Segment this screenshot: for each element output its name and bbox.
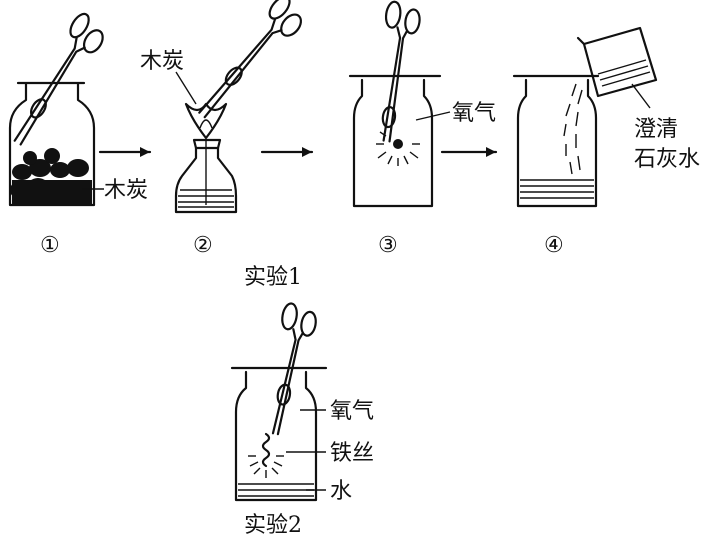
- step2-lamp-group: 木炭 ②: [140, 0, 303, 258]
- experiment2-title: 实验2: [244, 513, 302, 538]
- charcoal-lumps: [10, 148, 92, 204]
- jar4-limewater: [520, 179, 594, 199]
- iron-wire-coil: [248, 432, 284, 478]
- experiment1-title: 实验1: [244, 265, 302, 290]
- label-limewater-1: 澄清: [634, 117, 678, 142]
- exp2-water: [238, 483, 314, 497]
- step-1-label: ①: [40, 233, 60, 258]
- step1-jar-group: 木炭 ①: [8, 12, 148, 258]
- alcohol-lamp: [174, 146, 238, 214]
- step-4-label: ④: [544, 233, 564, 258]
- label-limewater-2: 石灰水: [634, 147, 700, 172]
- label-water: 水: [330, 479, 352, 504]
- experiment2-group: 氧气 铁丝 水 实验2: [230, 302, 374, 538]
- label-charcoal-flame: 木炭: [140, 49, 184, 74]
- arrow-1: [98, 147, 152, 157]
- step-2-label: ②: [193, 233, 213, 258]
- beaker: [576, 26, 658, 98]
- label-oxygen-3: 氧气: [452, 101, 496, 126]
- arrow-2: [260, 147, 314, 157]
- burning-charcoal: [376, 131, 420, 166]
- step3-jar-group: 氧气 ③: [348, 0, 496, 258]
- label-iron-wire: 铁丝: [330, 441, 374, 466]
- jar-3: [352, 78, 434, 208]
- jar-4: [516, 78, 598, 208]
- jar-exp2: [234, 370, 318, 502]
- step4-jar-group: 澄清 石灰水 ④: [512, 26, 700, 258]
- tongs-3: [381, 0, 421, 143]
- tongs-2: [198, 0, 303, 119]
- label-oxygen-exp2: 氧气: [330, 399, 374, 424]
- tongs-exp2: [271, 302, 317, 436]
- tongs-1: [13, 12, 104, 146]
- arrow-3: [440, 147, 498, 157]
- limewater-stream: [563, 83, 583, 175]
- label-charcoal-jar: 木炭: [104, 178, 148, 203]
- flame: [184, 102, 228, 140]
- step-3-label: ③: [378, 233, 398, 258]
